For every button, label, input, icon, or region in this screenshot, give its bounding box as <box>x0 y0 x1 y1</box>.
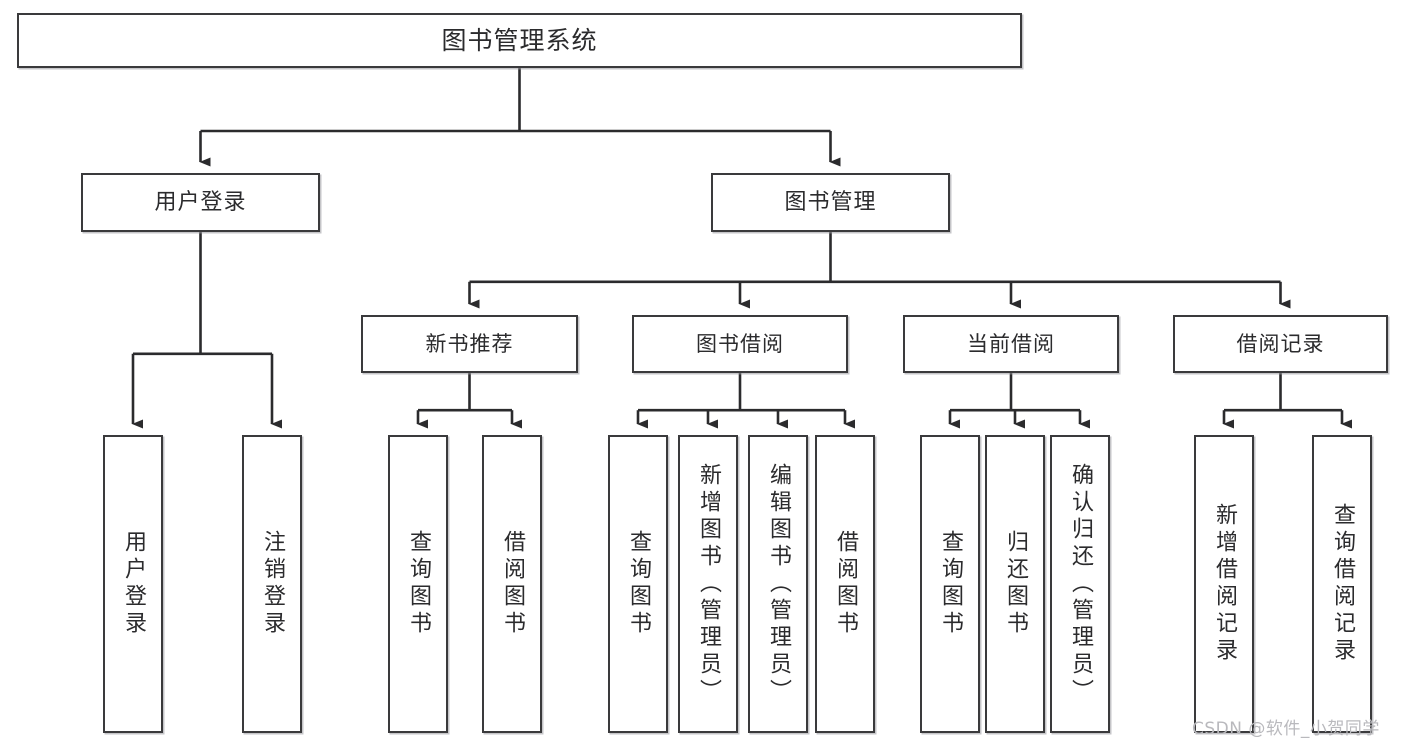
node-label: 图书管理 <box>784 189 877 215</box>
node-label: 新增图书（管理员） <box>696 462 721 706</box>
node-label: 归还图书 <box>1003 530 1028 638</box>
node-label: 确认归还（管理员） <box>1068 462 1093 706</box>
node-label: 借阅图书 <box>833 530 858 638</box>
node-user-login[interactable]: 用户登录 <box>81 173 320 232</box>
node-label: 借阅图书 <box>500 530 525 638</box>
node-label: 当前借阅 <box>967 331 1055 356</box>
node-book-borrow[interactable]: 图书借阅 <box>632 315 848 373</box>
node-leaf-return-book[interactable]: 归还图书 <box>985 435 1045 733</box>
node-label: 借阅记录 <box>1236 331 1325 356</box>
node-label: 图书借阅 <box>696 331 784 356</box>
node-leaf-confirm-return[interactable]: 确认归还（管理员） <box>1050 435 1110 733</box>
watermark: CSDN @软件_小贺同学 <box>1192 719 1380 739</box>
node-leaf-user-logout[interactable]: 注销登录 <box>242 435 302 733</box>
node-leaf-add-book[interactable]: 新增图书（管理员） <box>678 435 738 733</box>
node-label: 用户登录 <box>154 189 247 215</box>
node-label: 查询借阅记录 <box>1330 503 1355 665</box>
node-label: 编辑图书（管理员） <box>766 462 791 706</box>
node-label: 查询图书 <box>938 530 963 638</box>
node-leaf-edit-book[interactable]: 编辑图书（管理员） <box>748 435 808 733</box>
node-book-management[interactable]: 图书管理 <box>711 173 950 232</box>
node-label: 用户登录 <box>121 530 146 638</box>
node-label: 新增借阅记录 <box>1212 503 1237 665</box>
node-current-borrow[interactable]: 当前借阅 <box>903 315 1119 373</box>
node-leaf-add-record[interactable]: 新增借阅记录 <box>1194 435 1254 733</box>
node-label: 图书管理系统 <box>441 25 598 55</box>
node-leaf-borrow-book[interactable]: 借阅图书 <box>815 435 875 733</box>
node-leaf-query-book-new[interactable]: 查询图书 <box>388 435 448 733</box>
node-new-book-recommend[interactable]: 新书推荐 <box>361 315 578 373</box>
node-leaf-query-book[interactable]: 查询图书 <box>608 435 668 733</box>
node-leaf-borrow-book-new[interactable]: 借阅图书 <box>482 435 542 733</box>
node-label: 查询图书 <box>626 530 651 638</box>
node-leaf-query-book-cur[interactable]: 查询图书 <box>920 435 980 733</box>
node-label: 新书推荐 <box>425 331 514 356</box>
node-label: 查询图书 <box>406 530 431 638</box>
node-leaf-query-record[interactable]: 查询借阅记录 <box>1312 435 1372 733</box>
node-label: 注销登录 <box>260 530 285 638</box>
node-leaf-user-login[interactable]: 用户登录 <box>103 435 163 733</box>
node-borrow-record[interactable]: 借阅记录 <box>1173 315 1388 373</box>
node-root[interactable]: 图书管理系统 <box>17 13 1022 68</box>
